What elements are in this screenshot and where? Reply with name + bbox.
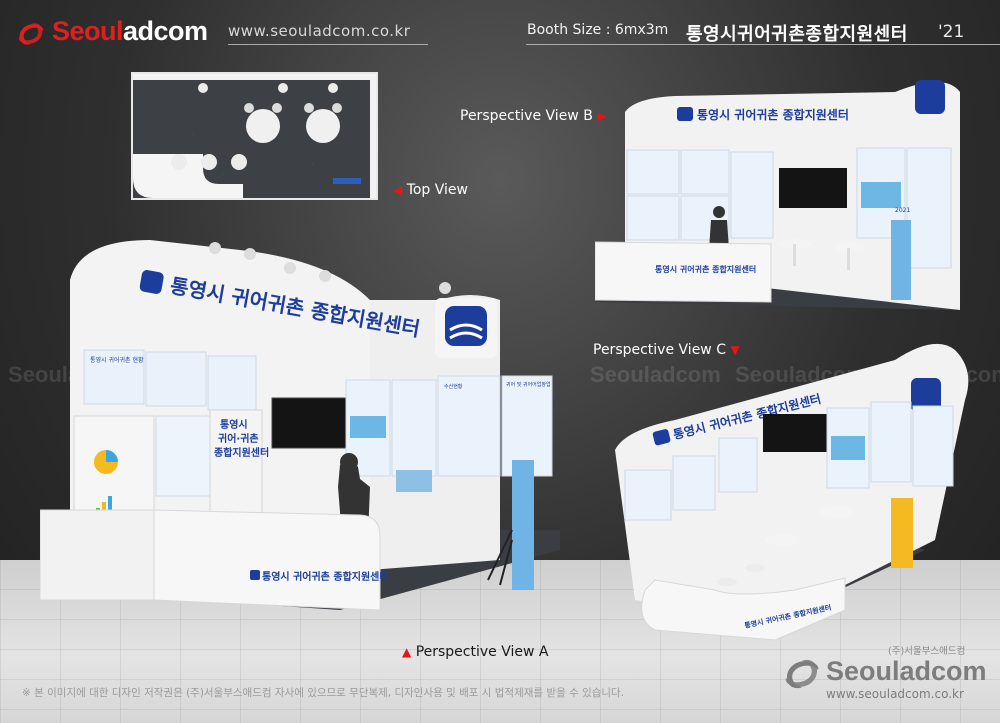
front-counter: [641, 577, 846, 641]
company-name-kor: (주)서울부스애드컴: [888, 646, 966, 657]
info-panel: [145, 351, 207, 407]
info-panel: [83, 349, 145, 405]
watermark: Seouladcom: [590, 362, 721, 387]
counter-sign: 통영시 귀어귀촌 종합지원센터: [262, 570, 389, 583]
tv-screen: [271, 397, 349, 449]
perspective-c-label: Perspective View C ▼: [593, 342, 740, 358]
divider: [526, 44, 1000, 45]
footer-url: www.seouladcom.co.kr: [826, 687, 964, 701]
booth-size: Booth Size : 6mx3m: [527, 22, 669, 38]
arrow-left-icon: ◀: [393, 183, 403, 197]
banner-year: 2021: [895, 207, 910, 214]
booth-logo-icon: [911, 378, 941, 412]
info-panel: [672, 455, 716, 511]
info-panel: [730, 151, 774, 239]
info-panel: [680, 149, 730, 195]
info-panel: [626, 149, 680, 195]
roll-banner: [891, 498, 913, 568]
brand-logo-text: Seouladcom: [52, 16, 208, 47]
spotlights: [209, 242, 451, 294]
perspective-a-render: 통영시 귀어귀촌 종합지원센터 통영시 귀어귀촌 현황 통영시 귀어·귀촌 종합…: [40, 240, 560, 611]
panel-title: 통영시 귀어귀촌 현황: [90, 356, 144, 364]
info-panel: [718, 437, 758, 493]
seouladcom-logo-icon: [18, 23, 44, 45]
info-panel: [624, 469, 672, 521]
booth-sign: 통영시 귀어귀촌 종합지원센터: [697, 107, 849, 122]
footer-brand: Seouladcom: [826, 656, 987, 686]
counter-panel-line1: 통영시: [220, 418, 248, 431]
top-view-label: ◀ Top View: [393, 182, 468, 198]
info-panel: [155, 415, 213, 497]
counter-pillar: [209, 409, 263, 521]
divider: [228, 44, 428, 45]
info-panel: [912, 405, 954, 487]
booth-logo-icon: [915, 80, 945, 114]
info-panel: [870, 401, 912, 483]
counter-logo-icon: [250, 570, 260, 580]
counter-sign: 통영시 귀어귀촌 종합지원센터: [655, 264, 756, 274]
logo-red: Seoul: [52, 16, 124, 46]
project-year: '21: [938, 22, 965, 42]
info-panel: [501, 375, 553, 477]
booth-logo-icon: [677, 107, 693, 121]
perspective-b-render: 통영시 귀어귀촌 종합지원센터 2021 통영시 귀어귀촌 종합지원센터: [595, 80, 960, 310]
project-title: 통영시귀어귀촌종합지원센터: [686, 24, 908, 45]
logo-white: adcom: [123, 16, 208, 46]
info-panel: [391, 379, 437, 477]
visitor-silhouette: [709, 220, 729, 250]
perspective-a-label: ▲ Perspective View A: [402, 644, 549, 660]
info-panel: [906, 147, 952, 269]
info-panel: [437, 375, 501, 477]
counter-panel-line3: 종합지원센터: [214, 446, 269, 459]
arrow-up-icon: ▲: [402, 645, 412, 659]
top-view-render: [131, 72, 378, 200]
arrow-down-icon: ▼: [730, 343, 740, 357]
tv-screen: [763, 414, 827, 452]
front-counter: [153, 509, 381, 611]
perspective-c-render: 통영시 귀어귀촌 종합지원센터 통영시 귀어귀촌 종합지원센터: [615, 343, 969, 641]
info-panel: [207, 355, 257, 411]
footer-logo-icon: [785, 659, 819, 689]
tv-screen: [779, 168, 847, 208]
panel-title: 수산현황: [444, 383, 463, 390]
roll-banner: [512, 460, 534, 590]
roll-banner: [891, 220, 911, 300]
arrow-right-icon: ▶: [597, 109, 607, 123]
site-url: www.seouladcom.co.kr: [228, 22, 411, 40]
copyright-notice: ※ 본 이미지에 대한 디자인 저작권은 (주)서울부스애드컴 자사에 있으므로…: [22, 687, 625, 699]
perspective-b-label: Perspective View B ▶: [460, 108, 607, 124]
top-view-drawing: [133, 74, 376, 198]
counter-side: [40, 509, 155, 601]
panel-title: 귀어 및 귀어어업창업: [506, 381, 551, 388]
header: Seouladcom www.seouladcom.co.kr Booth Si…: [0, 0, 1000, 62]
front-counter: [595, 241, 772, 303]
info-panel: [626, 195, 680, 241]
counter-panel-line2: 귀어·귀촌: [218, 432, 259, 445]
